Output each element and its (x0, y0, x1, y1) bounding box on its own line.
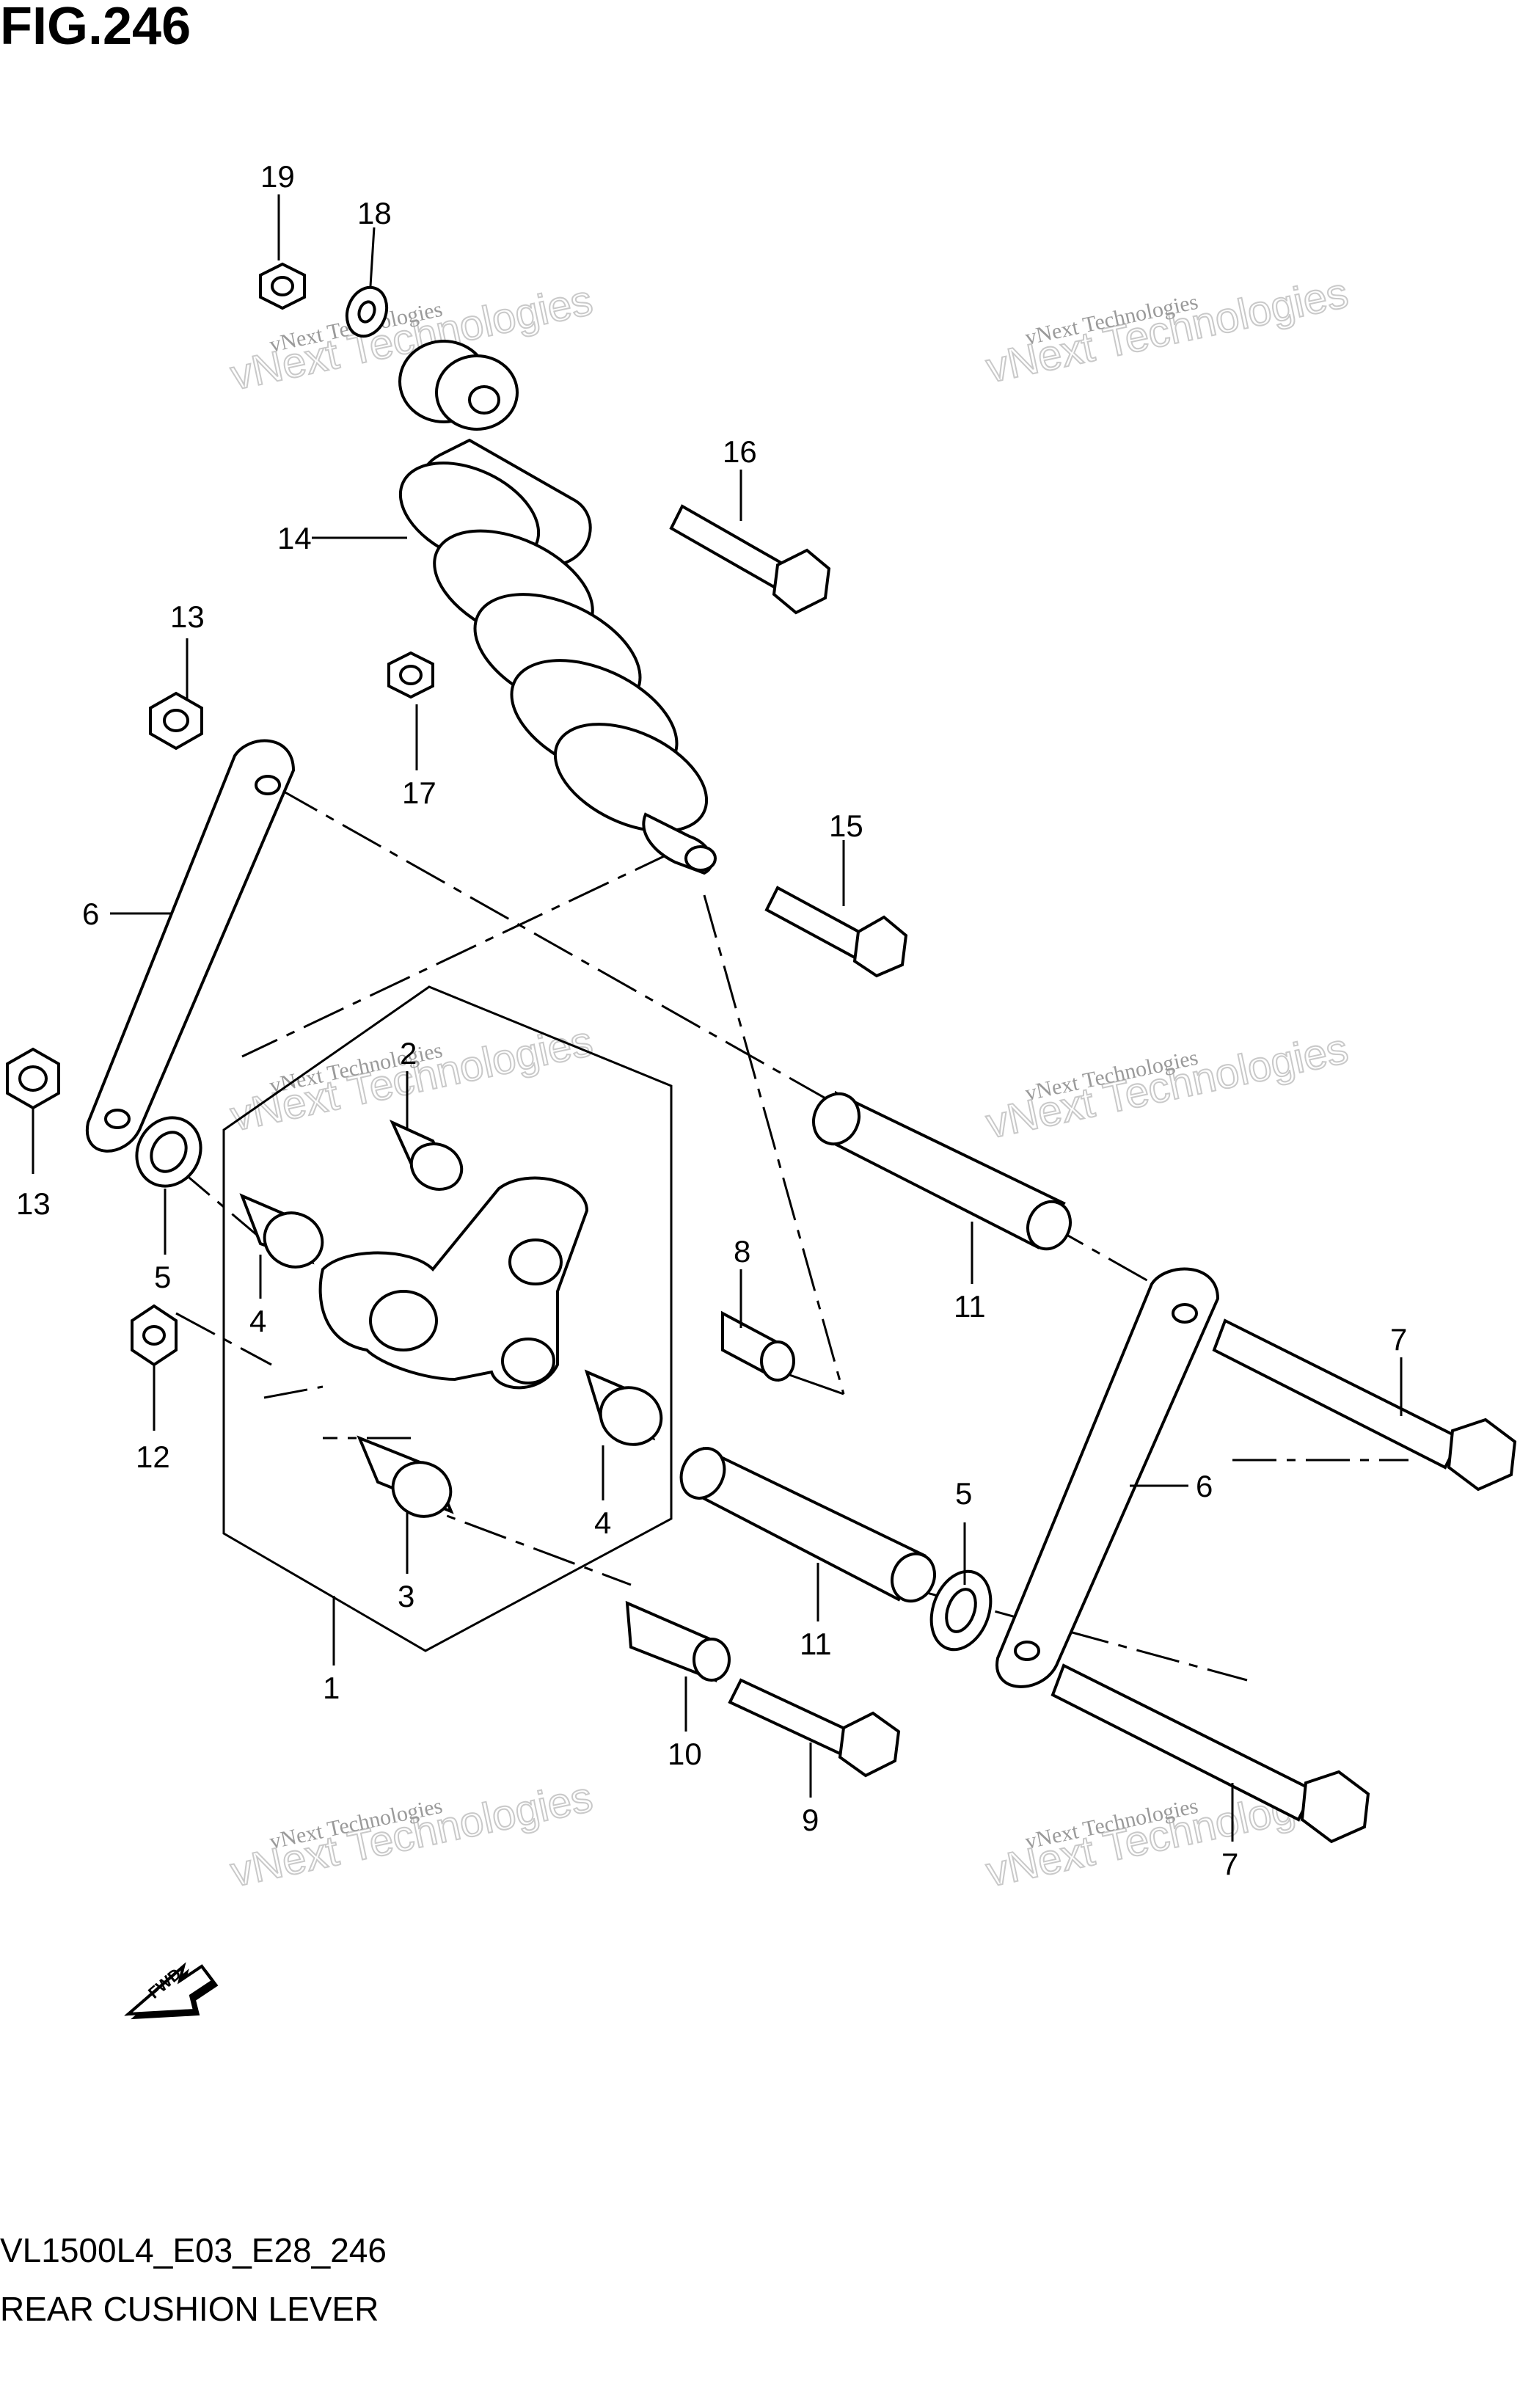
callout-14: 14 (277, 521, 312, 555)
watermark-group: vNext Technologies vNext Technologies vN… (226, 268, 1353, 1897)
nut-19 (259, 262, 306, 310)
callout-6-right: 6 (1196, 1469, 1213, 1503)
washer-5-left (135, 1116, 202, 1188)
callout-numbers: 19 18 16 14 13 17 15 6 2 13 5 4 8 11 7 1… (16, 159, 1407, 1881)
pipe-11-lower (679, 1446, 936, 1603)
spacer-8 (721, 1310, 795, 1382)
callout-1: 1 (323, 1671, 340, 1705)
diagram-title: REAR CUSHION LEVER (0, 2290, 379, 2328)
model-code: VL1500L4_E03_E28_246 (0, 2231, 387, 2269)
leader-lines (32, 194, 1403, 1842)
callout-10: 10 (668, 1737, 702, 1771)
bearing-3 (357, 1435, 454, 1518)
washer-5-right (929, 1569, 993, 1652)
callout-7-upper: 7 (1390, 1322, 1407, 1357)
link-rod-6-left (85, 739, 296, 1153)
rear-shock-absorber (398, 340, 717, 875)
callout-13-upper: 13 (170, 599, 205, 634)
washer-18 (345, 285, 389, 338)
bolt-7-lower (1051, 1663, 1370, 1844)
bolt-15 (764, 886, 908, 978)
callout-17: 17 (402, 776, 436, 810)
figure-label: FIG.246 (0, 0, 191, 56)
callout-6-left: 6 (82, 897, 99, 931)
callout-5-left: 5 (154, 1260, 171, 1294)
bearing-4-left (239, 1193, 324, 1269)
bearing-4-right (584, 1369, 663, 1446)
nut-13-upper (149, 691, 203, 751)
nut-17 (387, 651, 434, 699)
callout-16: 16 (723, 434, 757, 469)
callout-13-lower: 13 (16, 1186, 51, 1221)
callout-5-right: 5 (955, 1476, 972, 1511)
callout-4-right: 4 (594, 1506, 611, 1540)
bolt-9 (728, 1678, 901, 1778)
callout-18: 18 (357, 196, 392, 230)
bolt-7-upper (1212, 1318, 1517, 1492)
spacer-10 (625, 1600, 731, 1683)
callout-9: 9 (802, 1803, 819, 1837)
callout-12: 12 (136, 1440, 170, 1474)
bearing-2 (389, 1119, 464, 1191)
callout-7-lower: 7 (1221, 1847, 1238, 1881)
callout-11-lower: 11 (800, 1627, 832, 1661)
assembly-outline (222, 985, 673, 1652)
bolt-16 (669, 504, 831, 615)
callout-15: 15 (829, 809, 863, 843)
callout-2: 2 (400, 1036, 417, 1070)
fwd-arrow: FWD (124, 1962, 219, 2020)
callout-4-left: 4 (249, 1304, 266, 1338)
callout-3: 3 (398, 1579, 414, 1613)
link-rod-6-right (995, 1267, 1220, 1688)
pipe-11-upper (812, 1090, 1072, 1251)
nut-12 (131, 1304, 178, 1367)
callout-8: 8 (734, 1234, 750, 1269)
callout-11-upper: 11 (954, 1289, 986, 1324)
callout-19: 19 (260, 159, 295, 194)
cushion-lever-1 (318, 1176, 589, 1390)
nut-13-lower (6, 1047, 60, 1110)
